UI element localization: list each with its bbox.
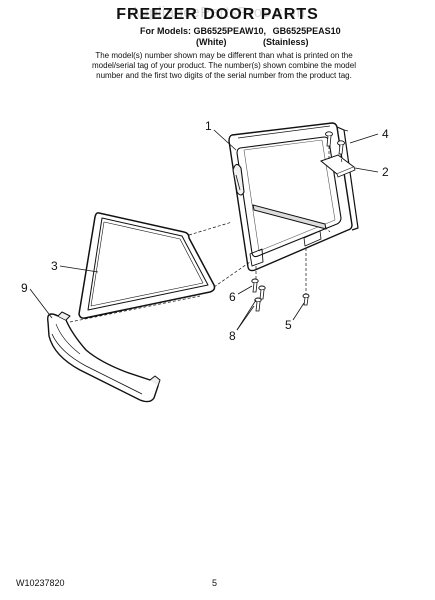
assembly-lines — [69, 146, 343, 323]
callout-1: 1 — [205, 119, 212, 133]
callout-3: 3 — [51, 259, 58, 273]
callout-leaders — [29, 129, 379, 331]
lower-hinge-screws-part — [251, 278, 266, 312]
callout-4: 4 — [382, 127, 389, 141]
freezer-door-part — [228, 122, 359, 272]
model-number-note: The model(s) number shown may be differe… — [92, 51, 356, 80]
door-stop-part — [302, 293, 310, 306]
callout-9: 9 — [21, 281, 28, 295]
model-color-1: (White) — [196, 37, 227, 47]
document-number: W10237820 — [16, 578, 65, 588]
door-gasket-part — [78, 212, 216, 319]
model-number-2: GB6525PEAS10 — [272, 26, 341, 36]
models-prefix: For Models: — [140, 26, 191, 36]
callout-8: 8 — [229, 329, 236, 343]
models-line: For Models: GB6525PEAW10, GB6525PEAS10 — [140, 26, 341, 36]
watermark: AppliancePartsPros.com — [129, 4, 306, 21]
model-color-2: (Stainless) — [263, 37, 309, 47]
page-number: 5 — [212, 578, 218, 588]
page-title: FREEZER DOOR PARTS — [116, 6, 319, 23]
hinge-screws-part — [325, 131, 345, 155]
hinge-plate-part — [319, 154, 356, 178]
door-shelf-bin-part — [47, 311, 161, 403]
callout-2: 2 — [382, 165, 389, 179]
model-number-1: GB6525PEAW10, — [193, 26, 267, 36]
callout-6: 6 — [229, 290, 236, 304]
callout-5: 5 — [285, 318, 292, 332]
